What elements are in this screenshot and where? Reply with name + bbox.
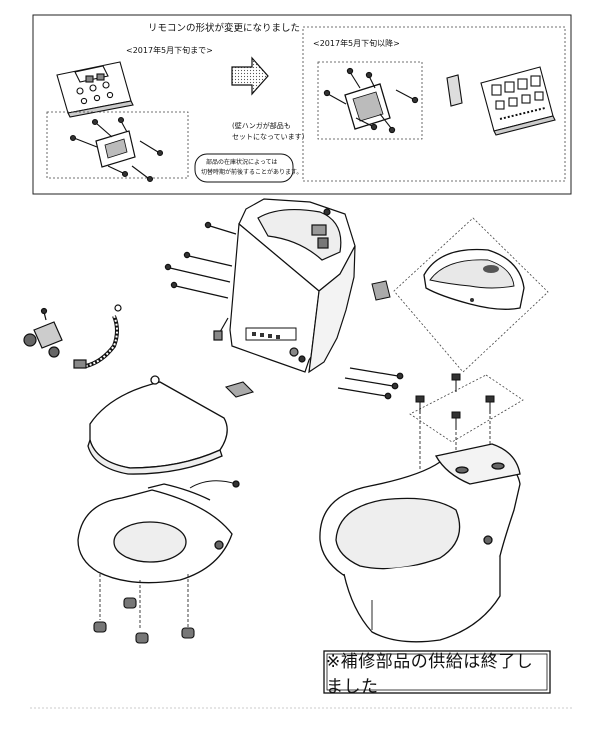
- new-remote-illustration: [446, 66, 556, 136]
- old-remote-illustration: [56, 61, 134, 118]
- tank-bolts: [164, 221, 404, 400]
- seat-lid: [87, 375, 228, 475]
- tank-bracket: [224, 381, 255, 398]
- supply-valve: [23, 304, 122, 369]
- supply-note-line1: 部品の在庫状況によっては: [206, 159, 278, 166]
- after-date-label: <2017年5月下旬以降>: [313, 39, 400, 48]
- tank-unit: [229, 198, 356, 374]
- toilet-bowl: [319, 373, 524, 643]
- supply-note-box: [194, 153, 294, 183]
- basin-inset: [393, 217, 549, 373]
- hanger-note-line1: (壁ハンガが部品も: [232, 122, 291, 130]
- notice-box: [323, 650, 551, 694]
- remote-change-note: リモコンの形状が変更になりました: [148, 23, 301, 34]
- seat-cushions: [93, 574, 195, 644]
- before-date-label: <2017年5月下旬まで>: [126, 46, 213, 55]
- toilet-seat: [77, 480, 240, 584]
- new-bracket-group: [317, 61, 423, 140]
- remote-change-panel: [32, 14, 572, 195]
- old-bracket-group: [46, 111, 189, 183]
- hanger-note-line2: セットになっています): [232, 133, 305, 141]
- change-arrow: [231, 56, 269, 96]
- supply-note-line2: 切替時期が前後することがあります。: [201, 169, 303, 176]
- parts-supply-ended-notice: ※補修部品の供給は終了しました: [326, 652, 534, 697]
- tank-cover-plate: [371, 280, 391, 301]
